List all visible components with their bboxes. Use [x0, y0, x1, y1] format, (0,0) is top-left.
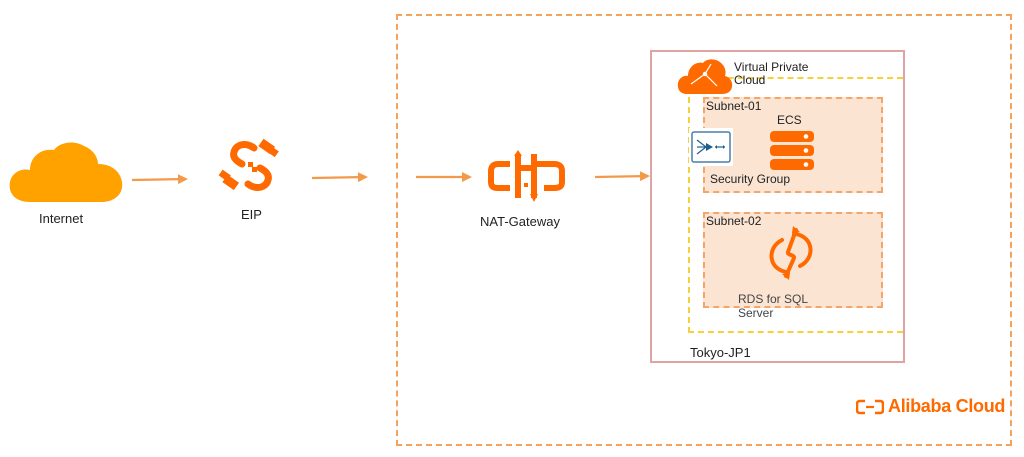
alibaba-cloud-logo: Alibaba Cloud — [856, 396, 1005, 417]
zone-boundary — [650, 50, 905, 363]
security-group-label: Security Group — [710, 172, 791, 186]
region-boundary — [396, 14, 1012, 446]
vpc-label-line1: Virtual Private — [734, 60, 809, 74]
zone-label: Tokyo-JP1 — [690, 345, 751, 360]
security-group-icon — [691, 131, 731, 163]
arrow-internet-eip — [131, 174, 188, 185]
nat-gateway-label: NAT-Gateway — [480, 214, 560, 229]
rds-label-line2: Server — [738, 306, 774, 320]
nat-gateway-icon — [488, 150, 565, 202]
arrow-nat-vpc — [594, 171, 650, 182]
server-icon — [770, 131, 814, 170]
link-icon — [218, 138, 279, 191]
arrow-eip-region — [311, 172, 368, 183]
rds-label-line1: RDS for SQL — [738, 292, 809, 306]
subnet-01-label: Subnet-01 — [706, 99, 762, 113]
eip-label: EIP — [241, 207, 262, 222]
rds-icon — [769, 226, 813, 280]
vpc-boundary — [688, 77, 903, 333]
vpc-label: Virtual Private Cloud — [734, 61, 808, 87]
ecs-label: ECS — [777, 113, 802, 127]
rds-label: RDS for SQL Server — [738, 292, 808, 320]
vpc-label-line2: Cloud — [734, 73, 766, 87]
subnet-02-label: Subnet-02 — [706, 214, 762, 228]
alibaba-cloud-logo-text: Alibaba Cloud — [888, 396, 1006, 416]
alibaba-logo-icon — [856, 399, 884, 414]
cloud-icon — [9, 142, 123, 202]
vpc-cloud-icon — [677, 59, 733, 94]
internet-label: Internet — [39, 211, 84, 226]
